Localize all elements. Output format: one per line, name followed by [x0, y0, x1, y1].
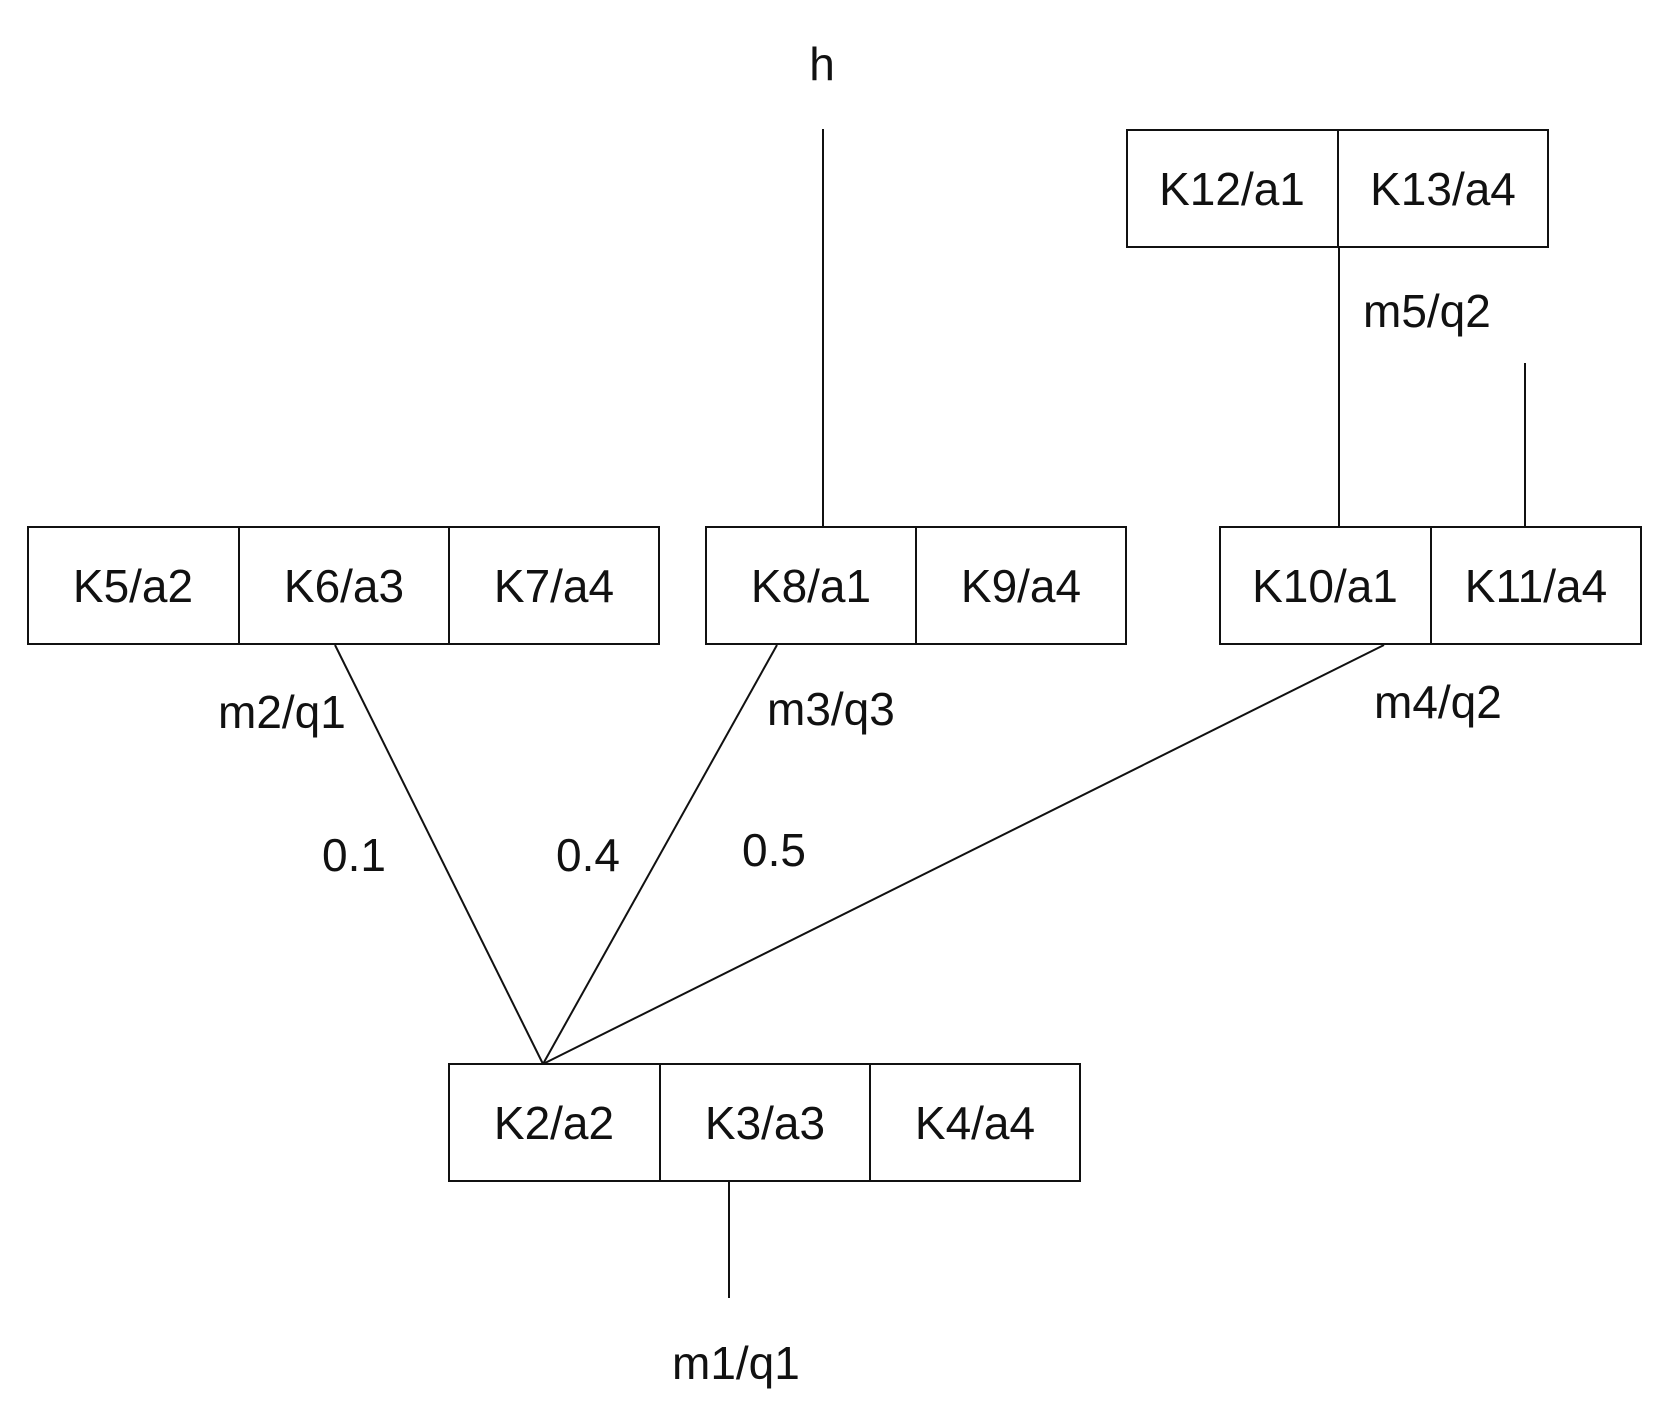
node-cell [915, 526, 1127, 645]
edge-label-middle: m3/q3 [767, 683, 895, 735]
node-cell-label: K7/a4 [494, 560, 614, 612]
weight-label-left: 0.1 [322, 829, 386, 881]
node-top-right: K12/a1 K13/a4 [1126, 129, 1549, 248]
edge-label-left: m2/q1 [218, 686, 346, 738]
node-cell-label: K3/a3 [705, 1097, 825, 1149]
node-cell [705, 526, 917, 645]
node-left: K5/a2 K6/a3 K7/a4 [27, 526, 660, 645]
edge-label-top-right: m5/q2 [1363, 285, 1491, 337]
edge-label-right: m4/q2 [1374, 676, 1502, 728]
node-cell [448, 526, 660, 645]
node-cell [1337, 129, 1549, 248]
node-cell-label: K8/a1 [751, 560, 871, 612]
node-cell-label: K9/a4 [961, 560, 1081, 612]
node-cell-label: K6/a3 [284, 560, 404, 612]
right-edge-line [542, 644, 1385, 1065]
node-cell [238, 526, 450, 645]
node-cell-label: K4/a4 [915, 1097, 1035, 1149]
edge-label-root-bottom: m1/q1 [672, 1337, 800, 1389]
node-cell [659, 1063, 871, 1182]
node-middle: K8/a1 K9/a4 [705, 526, 1127, 645]
node-root: K2/a2 K3/a3 K4/a4 [448, 1063, 1081, 1182]
node-cell-label: K12/a1 [1159, 163, 1305, 215]
node-cell [869, 1063, 1081, 1182]
node-cell-label: K5/a2 [73, 560, 193, 612]
node-cell [1219, 526, 1432, 645]
top-label: h [809, 38, 835, 90]
node-cell-label: K11/a4 [1465, 560, 1607, 612]
weight-label-middle: 0.4 [556, 829, 620, 881]
node-right: K10/a1 K11/a4 [1219, 526, 1642, 645]
left-edge-line [334, 644, 544, 1065]
node-cell-label: K13/a4 [1370, 163, 1516, 215]
node-cell-label: K10/a1 [1252, 560, 1398, 612]
middle-edge-line [542, 644, 778, 1065]
weight-label-right: 0.5 [742, 824, 806, 876]
node-cell [448, 1063, 661, 1182]
node-cell-label: K2/a2 [494, 1097, 614, 1149]
node-cell [1126, 129, 1339, 248]
node-cell [1430, 526, 1642, 645]
